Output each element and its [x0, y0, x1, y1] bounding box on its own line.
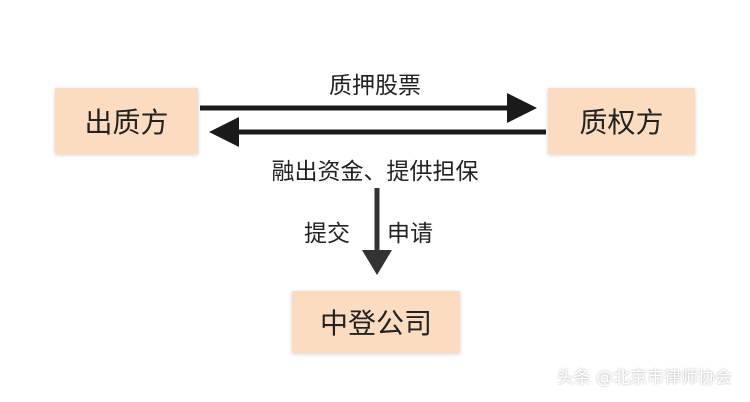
pledgee-label: 质权方 [579, 106, 664, 139]
edge-label-funds-guarantee: 融出资金、提供担保 [271, 159, 479, 185]
pledgor-box: 出质方 [55, 88, 198, 154]
pledgee-box: 质权方 [548, 88, 695, 154]
edge-label-submit: 提交 [304, 221, 350, 247]
edge-label-pledge-stock: 质押股票 [329, 73, 421, 99]
watermark: 头条 @北京市律师协会 [556, 368, 732, 388]
csdc-label: 中登公司 [319, 307, 432, 340]
edge-label-apply: 申请 [387, 221, 433, 247]
csdc-box: 中登公司 [292, 291, 460, 353]
pledgor-label: 出质方 [84, 106, 169, 139]
